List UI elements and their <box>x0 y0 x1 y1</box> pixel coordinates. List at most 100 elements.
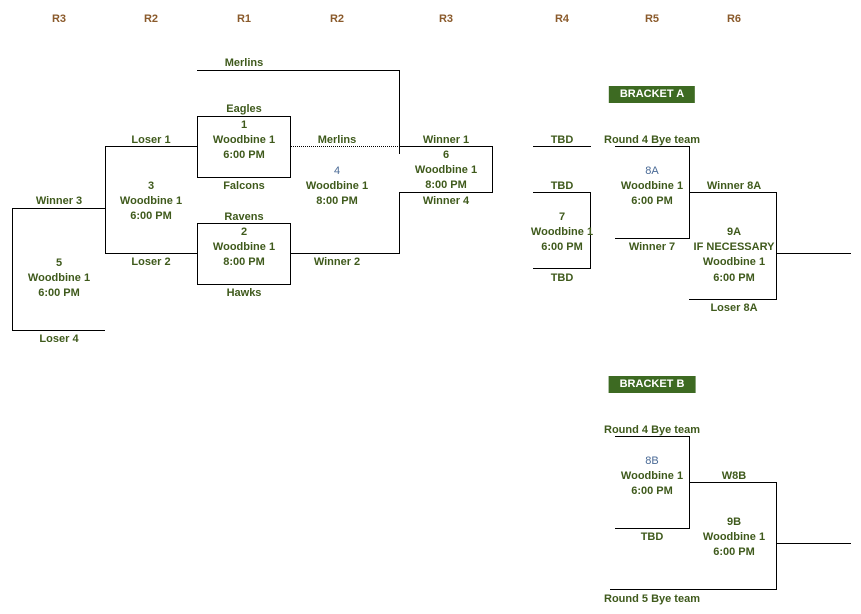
slot-label: Winner 7 <box>628 241 676 253</box>
team-label: Merlins <box>224 57 264 69</box>
bracket-line <box>610 589 777 590</box>
slot-label: Round 4 Bye team <box>604 134 700 146</box>
game-2-box-bottom <box>197 284 291 285</box>
slot-label: Winner 2 <box>313 256 361 268</box>
slot-label: TBD <box>550 134 574 146</box>
bracket-line-dotted <box>290 146 400 147</box>
round-header: R1 <box>236 13 252 25</box>
bracket-line <box>776 543 851 544</box>
bracket-line <box>12 208 105 209</box>
game-time: 6:00 PM <box>38 287 80 299</box>
team-label: Falcons <box>223 180 265 192</box>
game-number: 9B <box>726 516 742 528</box>
game-1-box-left <box>197 116 198 177</box>
bracket-line <box>533 146 591 147</box>
slot-label: TBD <box>550 272 574 284</box>
slot-label: Loser 1 <box>131 134 171 146</box>
slot-label: Loser 2 <box>131 256 171 268</box>
game-venue: Woodbine 1 <box>702 256 766 268</box>
game-number: 6 <box>442 149 450 161</box>
game-number: 8B <box>645 455 659 467</box>
slot-label: Winner 8A <box>706 180 762 192</box>
game-venue: Woodbine 1 <box>620 470 684 482</box>
game-number: 9A <box>726 226 742 238</box>
game-venue: Woodbine 1 <box>119 195 183 207</box>
team-label: Ravens <box>224 211 264 223</box>
round-header: R3 <box>438 13 454 25</box>
game-6-box-top <box>399 146 493 147</box>
game-number: 7 <box>558 211 566 223</box>
bracket-line <box>776 253 851 254</box>
game-time: 6:00 PM <box>541 241 583 253</box>
game-number: 2 <box>240 226 248 238</box>
bracket-line <box>615 238 690 239</box>
team-label: Merlins <box>317 134 357 146</box>
slot-label: Winner 4 <box>422 195 470 207</box>
game-time: 8:00 PM <box>316 195 358 207</box>
bracket-line <box>399 192 400 253</box>
round-header: R4 <box>554 13 570 25</box>
game-time: 8:00 PM <box>425 179 467 191</box>
game-time: 6:00 PM <box>223 149 265 161</box>
bracket-a-label: BRACKET A <box>608 86 696 103</box>
game-time: 8:00 PM <box>223 256 265 268</box>
bracket-line <box>290 253 400 254</box>
slot-label: Loser 4 <box>39 333 79 345</box>
game-number: 5 <box>55 257 63 269</box>
bracket-line <box>105 146 106 253</box>
game-time: 6:00 PM <box>631 195 673 207</box>
round-header: R2 <box>329 13 345 25</box>
slot-label: Winner 3 <box>35 195 83 207</box>
game-number: 3 <box>147 180 155 192</box>
game-time: 6:00 PM <box>713 546 755 558</box>
bracket-b-label: BRACKET B <box>608 376 696 393</box>
bracket-line <box>590 192 591 268</box>
bracket-line <box>12 330 105 331</box>
bracket-line <box>615 436 690 437</box>
game-time: 6:00 PM <box>631 485 673 497</box>
game-venue: Woodbine 1 <box>212 134 276 146</box>
game-venue: Woodbine 1 <box>530 226 594 238</box>
game-venue: Woodbine 1 <box>702 531 766 543</box>
game-number: 8A <box>645 165 659 177</box>
game-note: IF NECESSARY <box>693 241 775 253</box>
round-header: R6 <box>726 13 742 25</box>
bracket-line <box>689 192 777 193</box>
game-time: 6:00 PM <box>130 210 172 222</box>
bracket-line <box>197 70 400 71</box>
game-venue: Woodbine 1 <box>414 164 478 176</box>
slot-label: TBD <box>550 180 574 192</box>
bracket-line <box>533 268 591 269</box>
bracket-line <box>105 253 197 254</box>
game-venue: Woodbine 1 <box>305 180 369 192</box>
game-number: 4 <box>333 165 341 177</box>
bracket-line <box>533 192 591 193</box>
slot-label: TBD <box>640 531 664 543</box>
slot-label: Round 5 Bye team <box>604 593 700 605</box>
bracket-line <box>105 146 197 147</box>
bracket-line <box>615 528 690 529</box>
team-label: Hawks <box>226 287 262 299</box>
game-venue: Woodbine 1 <box>620 180 684 192</box>
game-2-box-left <box>197 223 198 284</box>
game-time: 6:00 PM <box>713 272 755 284</box>
slot-label: Loser 8A <box>710 302 758 314</box>
game-venue: Woodbine 1 <box>212 241 276 253</box>
slot-label: W8B <box>721 470 747 482</box>
slot-label: Round 4 Bye team <box>604 424 700 436</box>
game-1-box-top <box>197 116 291 117</box>
bracket-line <box>689 299 777 300</box>
bracket-line <box>615 146 690 147</box>
bracket-line <box>399 70 400 154</box>
game-1-box-bottom <box>197 177 291 178</box>
slot-label: Winner 1 <box>422 134 470 146</box>
round-header: R2 <box>143 13 159 25</box>
round-header: R3 <box>51 13 67 25</box>
bracket-line <box>689 482 777 483</box>
game-6-box-bottom <box>399 192 493 193</box>
round-header: R5 <box>644 13 660 25</box>
bracket-line <box>776 192 777 299</box>
game-6-box-right <box>492 146 493 192</box>
bracket-line <box>776 482 777 589</box>
